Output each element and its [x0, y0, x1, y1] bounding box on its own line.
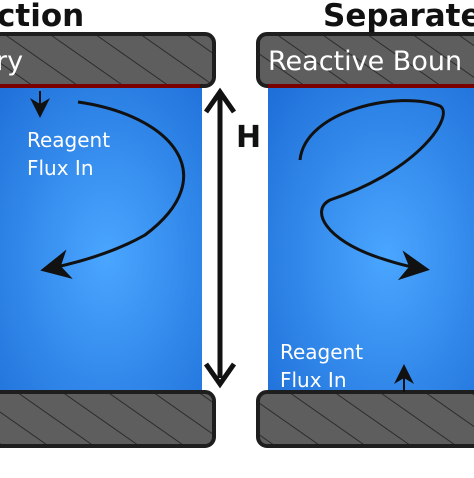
right-panel-heading: Separate [323, 0, 474, 34]
right-flux-line2: Flux In [280, 368, 347, 392]
right-reactive-line [268, 84, 474, 88]
right-bottom-plate [256, 390, 474, 448]
left-boundary-label: ry [0, 46, 24, 77]
right-fluid-region [268, 82, 474, 400]
right-boundary-label: Reactive Boun [268, 47, 463, 77]
height-arrow-top-head [203, 87, 237, 114]
right-flux-label: Reagent Flux In [280, 338, 363, 394]
left-panel-heading: ction [0, 0, 85, 34]
left-bottom-plate [0, 390, 216, 448]
right-flux-line1: Reagent [280, 340, 364, 364]
left-panel [0, 32, 216, 448]
left-fluid-region [0, 82, 202, 400]
height-label: H [236, 120, 262, 155]
height-dimension [203, 87, 237, 389]
height-arrow-bottom-head [203, 362, 237, 389]
left-flow-arrow [40, 100, 186, 279]
left-reactive-line [0, 84, 200, 88]
left-flux-line1: Reagent [27, 128, 111, 152]
left-top-plate [0, 32, 216, 88]
right-panel [256, 32, 474, 448]
left-flux-label: Reagent Flux In [27, 126, 110, 182]
left-flux-line2: Flux In [27, 156, 94, 180]
right-flow-arrow [298, 99, 445, 281]
